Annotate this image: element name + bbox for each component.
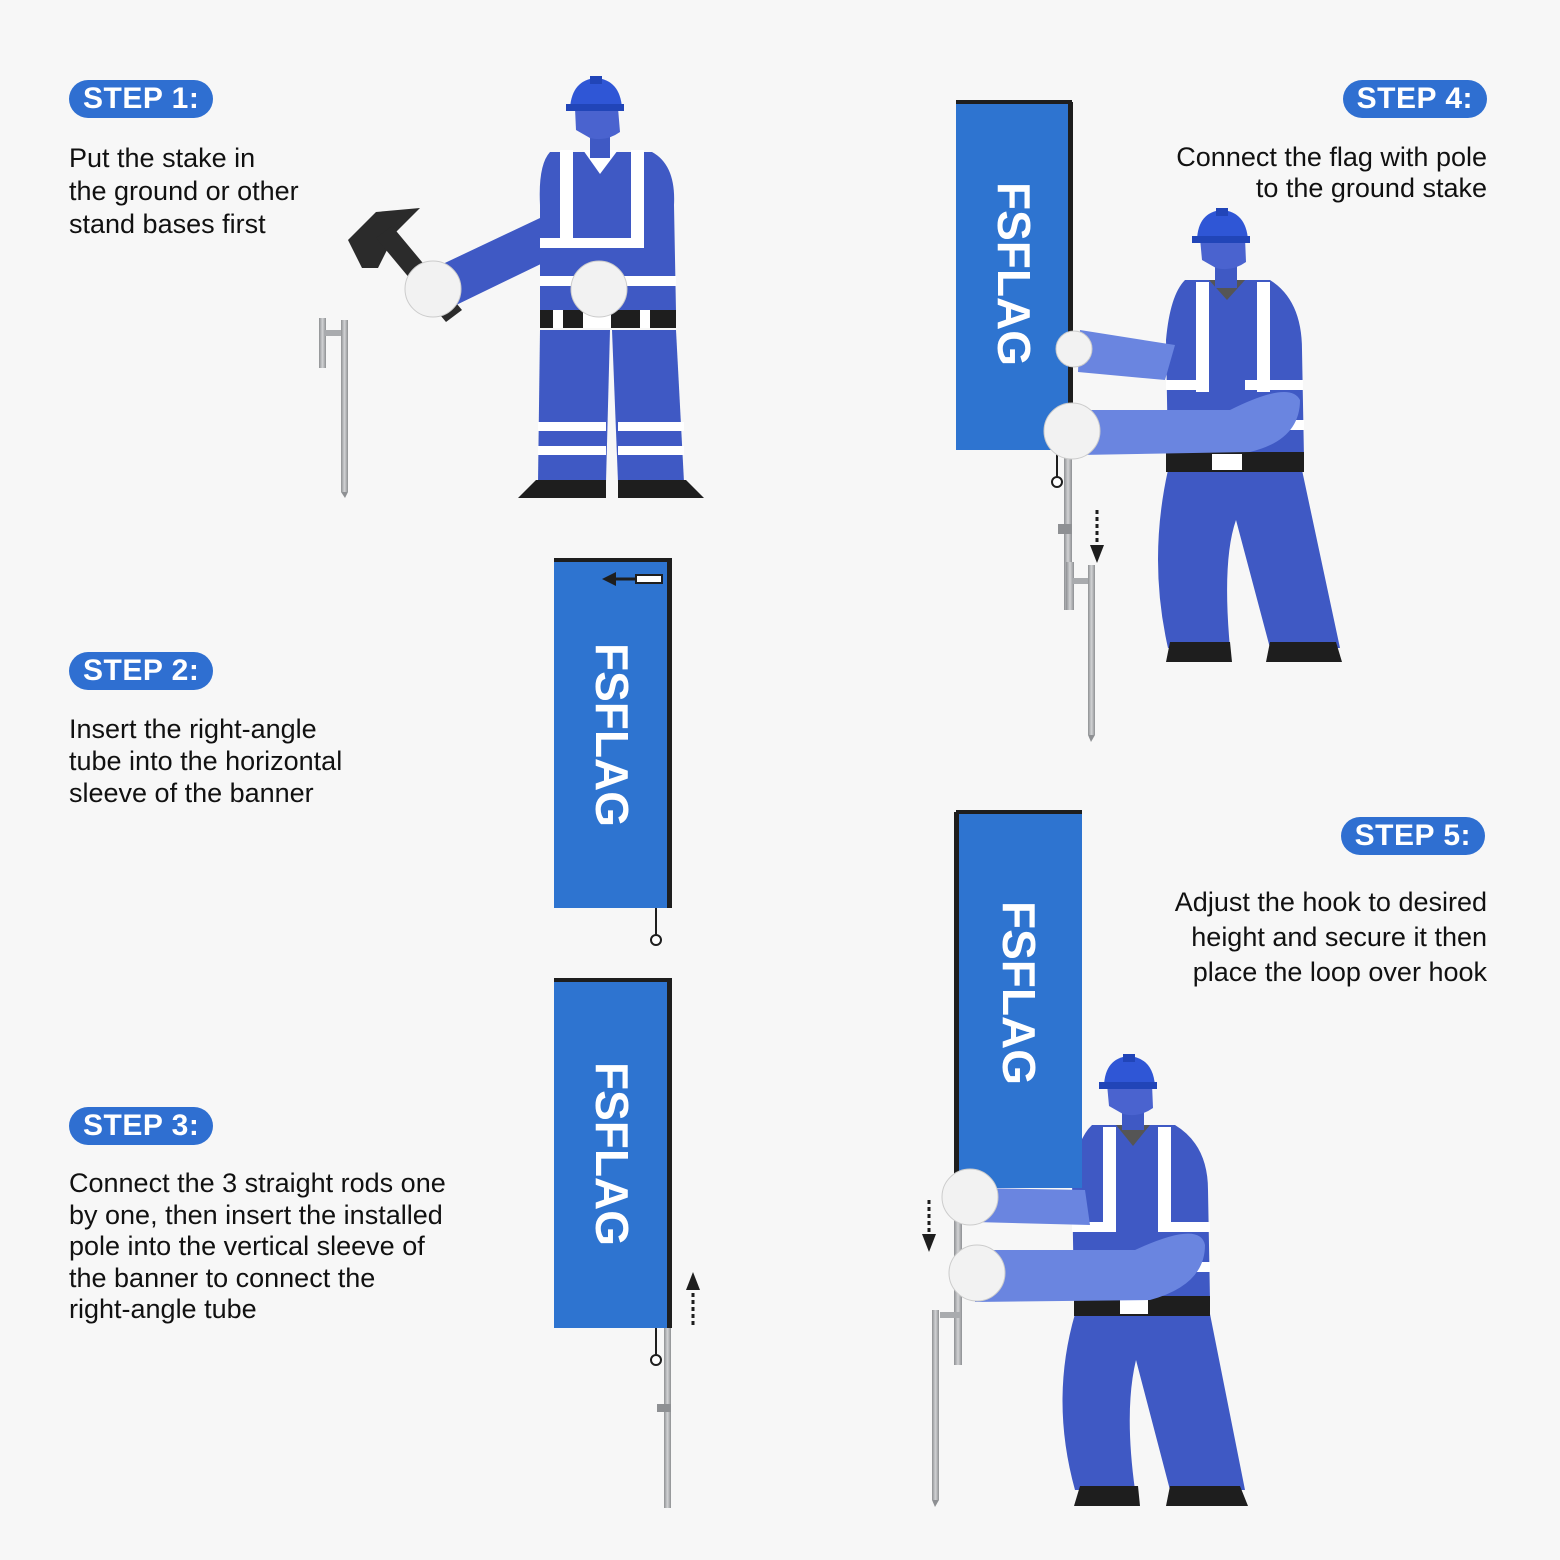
step-5-description: Adjust the hook to desired height and se… xyxy=(1175,885,1487,990)
step-5-line-2: height and secure it then xyxy=(1191,922,1487,952)
step5-assembly: FSFLAG xyxy=(922,810,1248,1507)
hard-hat-icon xyxy=(1192,208,1250,243)
step-1-line-2: the ground or other xyxy=(69,176,299,206)
step-1-description: Put the stake in the ground or other sta… xyxy=(69,142,299,241)
step-4-description: Connect the flag with pole to the ground… xyxy=(1176,142,1487,204)
step-4-line-2: to the ground stake xyxy=(1255,173,1487,203)
step-3-description: Connect the 3 straight rods one by one, … xyxy=(69,1168,446,1326)
flag-label: FSFLAG xyxy=(988,182,1040,366)
step-5-line-1: Adjust the hook to desired xyxy=(1174,887,1487,917)
arrow-down-icon xyxy=(1090,510,1104,563)
step-1-line-1: Put the stake in xyxy=(69,143,256,173)
ground-stake-icon xyxy=(319,318,348,498)
flag-label: FSFLAG xyxy=(586,643,638,827)
step-3-line-4: the banner to connect the xyxy=(69,1262,376,1293)
step-1-badge: STEP 1: xyxy=(69,80,214,118)
step-2-line-1: Insert the right-angle xyxy=(69,714,317,744)
flag-label: FSFLAG xyxy=(586,1062,638,1246)
step4-assembly: FSFLAG xyxy=(956,100,1342,742)
step-5-badge: STEP 5: xyxy=(1340,817,1485,855)
step-2-line-2: tube into the horizontal xyxy=(69,746,343,776)
step-3-line-1: Connect the 3 straight rods one xyxy=(69,1168,446,1198)
step-2-line-3: sleeve of the banner xyxy=(69,778,314,808)
step-4-line-1: Connect the flag with pole xyxy=(1176,142,1487,172)
step-3-line-3: pole into the vertical sleeve of xyxy=(69,1231,425,1261)
arrow-down-icon xyxy=(922,1200,936,1252)
hook-loop-icon xyxy=(650,1328,662,1366)
step3-flag-banner: FSFLAG xyxy=(554,978,700,1508)
step-2-description: Insert the right-angle tube into the hor… xyxy=(69,713,342,809)
step-3-line-2: by one, then insert the installed xyxy=(69,1199,443,1230)
arrow-left-icon xyxy=(602,572,663,586)
flag-label: FSFLAG xyxy=(993,901,1045,1085)
worker-with-hammer xyxy=(348,76,704,498)
step-3-line-5: right-angle tube xyxy=(69,1294,257,1324)
step-3-badge: STEP 3: xyxy=(69,1107,214,1145)
step-5-line-3: place the loop over hook xyxy=(1192,957,1487,987)
hard-hat-icon xyxy=(566,76,624,111)
arrow-up-icon xyxy=(686,1272,700,1325)
step-4-badge: STEP 4: xyxy=(1342,80,1487,118)
hook-loop-icon xyxy=(650,908,662,946)
step2-flag-banner: FSFLAG xyxy=(554,558,672,946)
hard-hat-icon xyxy=(1099,1054,1157,1089)
step-1-line-3: stand bases first xyxy=(69,209,266,239)
step-2-badge: STEP 2: xyxy=(69,652,214,690)
hook-loop-icon xyxy=(1051,452,1063,488)
